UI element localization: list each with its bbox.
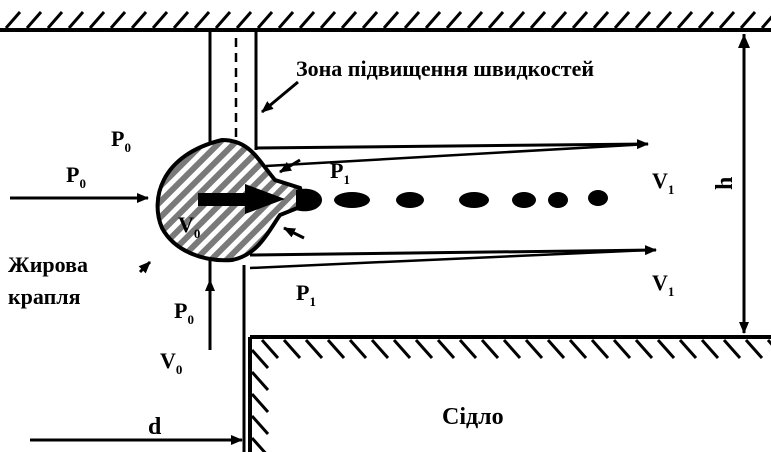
d-label: d (148, 414, 162, 440)
seat-hatch-stroke (436, 339, 456, 359)
inflow-arrows (10, 80, 299, 345)
wall-hatch-stroke (172, 11, 190, 29)
h-label: h (712, 177, 738, 190)
wall-hatch-stroke (256, 11, 274, 29)
seat-hatch-stroke (392, 339, 412, 359)
wall-hatch-stroke (382, 11, 400, 29)
wall-hatch-stroke (697, 11, 715, 29)
wall-hatch-stroke (67, 11, 85, 29)
wall-hatch-stroke (25, 11, 43, 29)
wall-hatch-stroke (550, 11, 568, 29)
seat-hatch-stroke (370, 339, 390, 359)
seat-hatch-stroke (524, 339, 544, 359)
seat-hatch-stroke (348, 339, 368, 359)
seat-hatch-stroke (250, 393, 270, 413)
pressure-arrows (138, 158, 305, 274)
wall-hatch-stroke (214, 11, 232, 29)
seat-hatch-stroke (458, 339, 478, 359)
wall-hatch-stroke (424, 11, 442, 29)
wall-hatch-stroke (319, 11, 337, 29)
v0-label-drop: V0 (178, 212, 200, 241)
seat-hatch-stroke (282, 339, 302, 359)
seat-hatch-stroke (326, 339, 346, 359)
wall-hatch-stroke (88, 11, 106, 29)
wall-hatch-stroke (403, 11, 421, 29)
p0-label-left: P0 (66, 162, 86, 191)
seat-hatch-stroke (634, 339, 654, 359)
velocity-lines (249, 139, 657, 270)
wall-hatch-stroke (4, 11, 22, 29)
wall-hatch-stroke (193, 11, 211, 29)
wall-hatch-stroke (298, 11, 316, 29)
seat-label: Сідло (442, 404, 504, 430)
seat-hatch-stroke (250, 437, 267, 452)
wall-hatch-stroke (739, 11, 757, 29)
seat-hatch-stroke (700, 339, 720, 359)
wall-hatch-stroke (130, 11, 148, 29)
drop-label-line2: крапля (8, 284, 81, 309)
top-wall (0, 11, 771, 32)
wall-hatch-stroke (571, 11, 589, 29)
wall-hatch-stroke (634, 11, 652, 29)
seat-hatch-stroke (414, 339, 434, 359)
droplet-stream (334, 190, 608, 208)
wall-hatch-stroke (151, 11, 169, 29)
seat-hatch-stroke (250, 415, 270, 435)
seat-hatch-stroke (304, 339, 324, 359)
wall-hatch-stroke (340, 11, 358, 29)
wall-hatch-stroke (529, 11, 547, 29)
wall-hatch-stroke (277, 11, 295, 29)
seat-block (248, 335, 771, 452)
seat-hatch-stroke (502, 339, 522, 359)
seat-hatch-stroke (744, 339, 764, 359)
v0-label-bottom: V0 (160, 348, 182, 377)
p1-label-top: P1 (330, 158, 350, 187)
seat-hatch-stroke (260, 339, 280, 359)
seat-hatch-stroke (546, 339, 566, 359)
seat-hatch-stroke (568, 339, 588, 359)
wall-hatch-stroke (718, 11, 736, 29)
wall-hatch-stroke (508, 11, 526, 29)
p1-label-bottom: P1 (296, 280, 316, 309)
fat-droplet (155, 137, 322, 263)
wall-hatch-stroke (361, 11, 379, 29)
wall-hatch-stroke (613, 11, 631, 29)
wall-hatch-stroke (46, 11, 64, 29)
title-label: Зона підвищення швидкостей (296, 56, 594, 81)
h-dimension (738, 34, 750, 334)
seat-hatch-stroke (250, 371, 270, 391)
seat-hatch-stroke (612, 339, 632, 359)
wall-hatch-stroke (592, 11, 610, 29)
drop-label-line1: Жирова (8, 252, 88, 277)
seat-hatch-stroke (590, 339, 610, 359)
wall-hatch-stroke (760, 15, 771, 29)
seat-hatch-stroke (656, 339, 676, 359)
wall-hatch-stroke (676, 11, 694, 29)
seat-hatch-stroke (480, 339, 500, 359)
wall-hatch-stroke (445, 11, 463, 29)
seat-hatch-stroke (722, 339, 742, 359)
p0-label-bottom: P0 (174, 298, 194, 327)
seat-hatch-stroke (250, 349, 270, 369)
wall-hatch-stroke (235, 11, 253, 29)
wall-hatch-stroke (655, 11, 673, 29)
p0-label-top: P0 (111, 126, 131, 155)
wall-hatch-stroke (109, 11, 127, 29)
seat-hatch-stroke (678, 339, 698, 359)
v1-label-bottom: V1 (652, 270, 674, 299)
wall-hatch-stroke (466, 11, 484, 29)
v1-label-top: V1 (652, 168, 674, 197)
wall-hatch-stroke (487, 11, 505, 29)
